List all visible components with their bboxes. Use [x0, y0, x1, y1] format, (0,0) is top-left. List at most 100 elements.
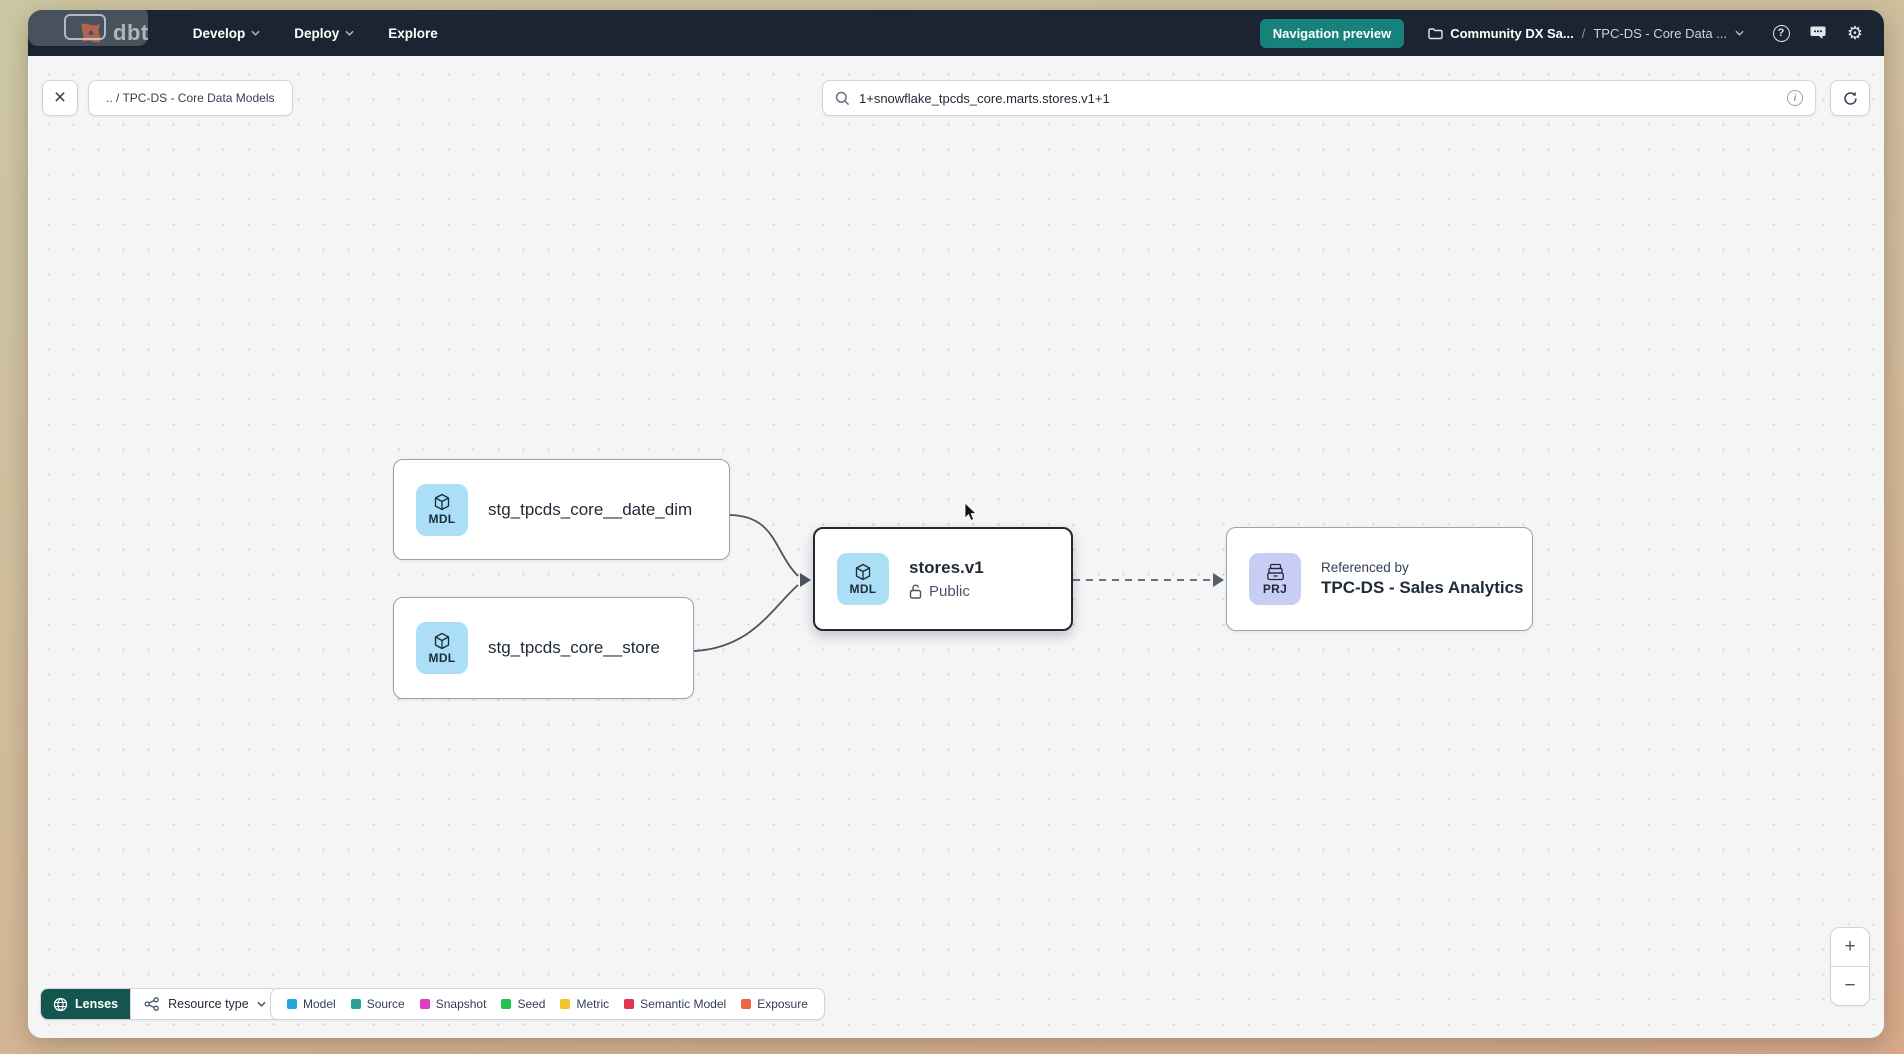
zoom-out-button[interactable]: − — [1831, 967, 1869, 1005]
nav-menu-develop[interactable]: Develop — [193, 26, 261, 41]
node-label: stg_tpcds_core__date_dim — [488, 499, 693, 519]
refresh-icon — [1843, 91, 1857, 105]
node-badge: PRJ — [1262, 581, 1288, 596]
close-button[interactable]: × — [42, 80, 78, 116]
nav-menu-explore[interactable]: Explore — [388, 26, 438, 41]
divider — [1831, 966, 1869, 967]
nav-section-name[interactable]: TPC-DS - Core Data ... — [1593, 25, 1727, 41]
node-label: stores.v1 — [909, 558, 984, 577]
node-tpcds-sales-analytics[interactable]: PRJ Referenced by TPC-DS - Sales Analyti… — [1226, 527, 1533, 631]
resource-type-label: Resource type — [168, 997, 249, 1011]
footer-controls: Lenses Resource type — [40, 988, 280, 1020]
feedback-button[interactable] — [1807, 22, 1829, 44]
cube-icon — [434, 493, 450, 511]
folder-icon — [1428, 27, 1443, 39]
zoom-in-button[interactable]: + — [1831, 928, 1869, 966]
navigation-preview-badge[interactable]: Navigation preview — [1259, 18, 1405, 48]
project-icon: PRJ — [1249, 553, 1301, 605]
help-icon: ? — [1772, 24, 1790, 42]
breadcrumb-label: .. / TPC-DS - Core Data Models — [106, 91, 275, 105]
info-icon[interactable]: i — [1787, 90, 1803, 106]
node-kicker: Referenced by — [1321, 560, 1409, 575]
nav-menu-deploy[interactable]: Deploy — [294, 26, 354, 41]
snapshot-swatch — [419, 999, 430, 1009]
legend-label: Seed — [517, 997, 546, 1011]
node-badge: MDL — [428, 512, 456, 526]
help-button[interactable]: ? — [1770, 22, 1792, 44]
source-swatch — [350, 999, 361, 1009]
legend-item-exposure: Exposure — [741, 997, 808, 1011]
access-label: Public — [929, 583, 970, 600]
cube-icon — [855, 563, 871, 580]
resource-type-icon — [144, 997, 159, 1011]
seed-swatch — [501, 999, 512, 1009]
node-label: TPC-DS - Sales Analytics — [1321, 578, 1524, 597]
node-stores-v1[interactable]: MDL stores.v1 Public — [813, 527, 1073, 631]
close-icon: × — [53, 86, 67, 109]
minus-icon: − — [1844, 975, 1856, 996]
feedback-icon — [1810, 26, 1826, 39]
cube-icon — [434, 632, 450, 649]
camera-frame-icon — [64, 14, 106, 40]
lock-open-icon — [909, 584, 922, 599]
legend-label: Metric — [576, 997, 610, 1011]
nav-project-selector[interactable]: Community DX Sa... — [1428, 26, 1574, 41]
chevron-down-icon[interactable] — [1735, 30, 1744, 36]
legend-label: Exposure — [757, 997, 808, 1011]
legend-item-metric: Metric — [560, 997, 609, 1011]
node-label: stg_tpcds_core__store — [488, 638, 660, 657]
chevron-down-icon — [345, 30, 354, 36]
semantic-model-swatch — [624, 999, 635, 1009]
legend-item-snapshot: Snapshot — [419, 997, 487, 1011]
node-badge: MDL — [428, 650, 456, 665]
legend-label: Semantic Model — [640, 997, 727, 1011]
node-badge: MDL — [849, 581, 877, 596]
legend-label: Source — [366, 997, 405, 1011]
lenses-label: Lenses — [75, 997, 119, 1011]
nav-menu-explore-label: Explore — [388, 25, 438, 41]
chevron-down-icon — [251, 30, 260, 36]
breadcrumb-separator: / — [1581, 25, 1586, 41]
lenses-button[interactable]: Lenses — [41, 989, 131, 1019]
top-nav: dbt Develop Deploy Explore Navigation pr… — [28, 10, 1884, 56]
breadcrumb[interactable]: .. / TPC-DS - Core Data Models — [88, 80, 293, 116]
search-icon — [835, 91, 850, 105]
node-stg-tpcds-core-date-dim[interactable]: MDL stg_tpcds_core__date_dim — [393, 459, 730, 560]
plus-icon: + — [1844, 936, 1856, 957]
nav-menu-deploy-label: Deploy — [294, 25, 340, 41]
model-icon: MDL — [416, 622, 468, 674]
metric-swatch — [560, 999, 571, 1009]
node-stg-tpcds-core-store[interactable]: MDL stg_tpcds_core__store — [393, 597, 694, 699]
screen-capture-overlay — [28, 10, 148, 46]
model-swatch — [287, 999, 297, 1009]
nav-menus: Develop Deploy Explore — [193, 26, 438, 41]
lineage-search: i — [822, 80, 1816, 116]
nav-breadcrumb: Community DX Sa... / TPC-DS - Core Data … — [1428, 26, 1744, 41]
legend-label: Snapshot — [435, 997, 487, 1011]
nav-icon-buttons: ? ⚙ — [1770, 22, 1866, 44]
legend-item-source: Source — [350, 997, 405, 1011]
legend-item-model: Model — [287, 997, 336, 1011]
settings-button[interactable]: ⚙ — [1844, 22, 1866, 44]
node-access-row: Public — [909, 583, 984, 600]
gear-icon: ⚙ — [1846, 23, 1864, 43]
nav-project-name: Community DX Sa... — [1450, 25, 1574, 41]
zoom-controls: + − — [1830, 927, 1870, 1006]
resource-type-dropdown[interactable]: Resource type — [130, 989, 279, 1019]
legend-item-semantic-model: Semantic Model — [624, 997, 726, 1011]
search-input[interactable] — [859, 90, 1778, 106]
model-icon: MDL — [416, 483, 468, 536]
lenses-icon — [53, 997, 68, 1011]
drawers-icon — [1266, 563, 1284, 580]
chevron-down-icon — [257, 1001, 266, 1007]
refresh-button[interactable] — [1830, 80, 1870, 116]
exposure-swatch — [741, 999, 752, 1009]
nav-right-cluster: Navigation preview Community DX Sa... / … — [1259, 18, 1866, 48]
lineage-canvas[interactable] — [28, 56, 1884, 1038]
resource-legend: Model Source Snapshot Seed Metric Semant… — [270, 988, 825, 1020]
model-icon: MDL — [837, 553, 889, 605]
legend-label: Model — [303, 997, 336, 1011]
nav-menu-develop-label: Develop — [192, 25, 246, 41]
legend-item-seed: Seed — [501, 997, 545, 1011]
app-window: dbt Develop Deploy Explore Navigation pr… — [28, 10, 1884, 1038]
